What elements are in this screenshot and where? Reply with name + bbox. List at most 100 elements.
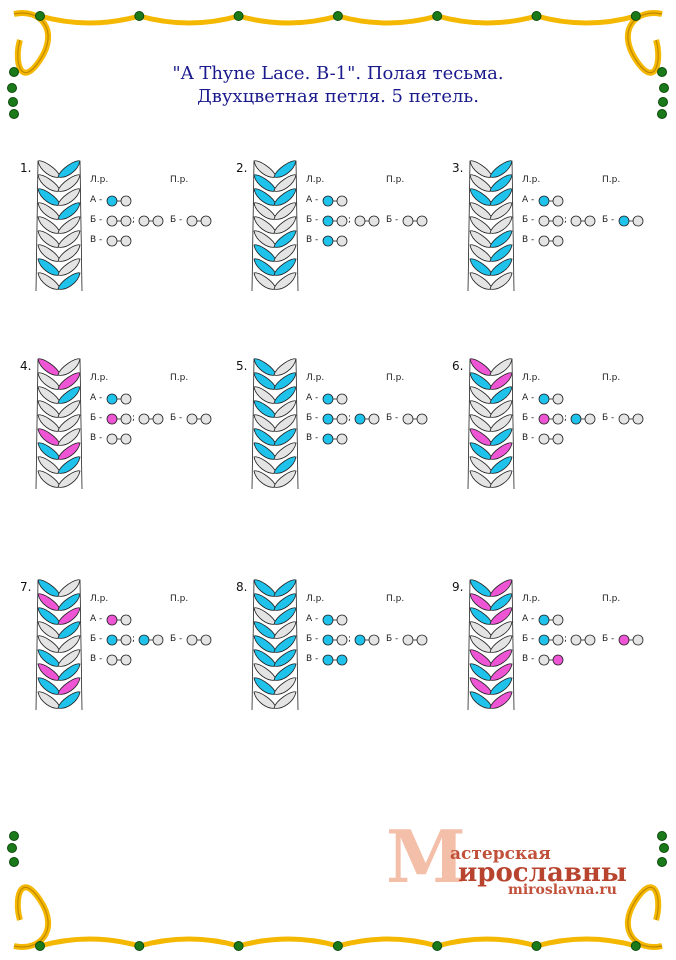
diagram-number: 5. xyxy=(236,359,248,373)
diagram-graphic xyxy=(467,579,644,711)
braid-row-4-right-loop xyxy=(489,635,513,653)
row-b-label: Б - xyxy=(522,634,535,644)
row-a-finger-0 xyxy=(106,614,118,626)
row-a-finger-1 xyxy=(120,614,132,626)
frame-bead-8 xyxy=(432,11,443,21)
braid-right-edge xyxy=(79,358,83,490)
header-left-hand: Л.р. xyxy=(90,594,109,604)
frame-bead-14 xyxy=(9,67,19,77)
braid-row-6-right-loop xyxy=(57,442,81,460)
row-v-finger-0 xyxy=(106,433,118,445)
frame-bead-7 xyxy=(332,941,343,951)
row-v-label: В - xyxy=(522,235,535,245)
diagram-number: 8. xyxy=(236,580,248,594)
braid-row-7-right-loop xyxy=(273,258,297,276)
row-a-finger-1 xyxy=(120,195,132,207)
frame-bead-26 xyxy=(659,843,669,853)
row-b-group1-finger-0 xyxy=(322,634,334,646)
row-b-group1-finger-1 xyxy=(120,634,132,646)
frame-corner-line-0 xyxy=(13,12,49,74)
diagram-number: 6. xyxy=(452,359,464,373)
header-left-hand: Л.р. xyxy=(522,373,541,383)
braid-row-3-right-loop xyxy=(489,621,513,639)
frame-bead-19 xyxy=(659,83,669,93)
braid-row-5-right-loop xyxy=(57,428,81,446)
braid-row-2-right-loop xyxy=(57,386,81,404)
row-a-finger-0 xyxy=(322,393,334,405)
braid-row-5-right-loop xyxy=(489,649,513,667)
row-b-separator: ; xyxy=(348,634,352,644)
right-b-finger-0 xyxy=(618,215,630,227)
row-b-group1-finger-0 xyxy=(538,413,550,425)
right-b-finger-0 xyxy=(402,215,414,227)
braid-right-edge xyxy=(79,160,83,292)
braid-row-4-right-loop xyxy=(489,414,513,432)
row-v-finger-1 xyxy=(552,433,564,445)
frame-bead-0 xyxy=(35,11,45,21)
right-b-finger-1 xyxy=(416,634,428,646)
diagram-number: 9. xyxy=(452,580,464,594)
header-right-hand: П.р. xyxy=(170,594,189,604)
braid-row-5-right-loop xyxy=(273,428,297,446)
frame-corner-line-1 xyxy=(627,12,663,74)
frame-bead-13 xyxy=(630,941,641,951)
row-b-group1-finger-1 xyxy=(552,215,564,227)
braid-left-edge xyxy=(467,160,471,292)
braid-row-3-right-loop xyxy=(57,621,81,639)
header-left-hand: Л.р. xyxy=(306,175,325,185)
row-v-finger-0 xyxy=(538,433,550,445)
braid-row-2-right-loop xyxy=(273,386,297,404)
right-b-finger-1 xyxy=(632,634,644,646)
frame-bead-21 xyxy=(657,109,667,119)
row-b-group2-finger-0 xyxy=(570,634,582,646)
braid-row-0-right-loop xyxy=(489,358,513,376)
braid-left-edge xyxy=(35,579,39,711)
braid-row-1-right-loop xyxy=(57,174,81,192)
frame-bead-4 xyxy=(233,11,244,21)
row-b-separator: ; xyxy=(564,215,568,225)
braid-row-6-right-loop xyxy=(489,442,513,460)
header-right-hand: П.р. xyxy=(386,594,405,604)
right-b-finger-0 xyxy=(618,634,630,646)
row-b-label: Б - xyxy=(90,413,103,423)
row-v-finger-1 xyxy=(120,235,132,247)
braid xyxy=(251,358,299,490)
row-b-group1-finger-0 xyxy=(322,413,334,425)
braid-row-0-right-loop xyxy=(57,358,81,376)
row-b-group1-finger-1 xyxy=(552,413,564,425)
row-b-group1-finger-1 xyxy=(552,634,564,646)
row-b-group1-finger-1 xyxy=(120,215,132,227)
row-v-finger-0 xyxy=(538,235,550,247)
row-a-finger-1 xyxy=(120,393,132,405)
braid-row-8-right-loop xyxy=(273,470,297,488)
frame-bead-25 xyxy=(657,831,667,841)
diagram-9: 9.Л.р.П.р.А -Б -В -;Б - xyxy=(452,574,667,734)
braid-row-0-right-loop xyxy=(489,160,513,178)
frame-bead-11 xyxy=(531,941,542,951)
braid-row-5-right-loop xyxy=(489,428,513,446)
braid-row-2-right-loop xyxy=(273,188,297,206)
row-b-group2-finger-1 xyxy=(152,215,164,227)
row-b-label: Б - xyxy=(90,215,103,225)
braid-row-1-right-loop xyxy=(273,593,297,611)
braid-row-6-right-loop xyxy=(489,244,513,262)
row-v-finger-1 xyxy=(336,654,348,666)
header-right-hand: П.р. xyxy=(386,373,405,383)
braid-row-7-right-loop xyxy=(273,677,297,695)
row-v-finger-0 xyxy=(322,235,334,247)
braid xyxy=(467,358,515,490)
diagram-2: 2.Л.р.П.р.А -Б -В -;Б - xyxy=(236,155,451,315)
braid-row-1-right-loop xyxy=(57,372,81,390)
right-b-finger-1 xyxy=(200,413,212,425)
row-b-group1-finger-0 xyxy=(106,413,118,425)
diagram-graphic xyxy=(467,160,644,292)
row-b-separator: ; xyxy=(132,215,136,225)
braid-right-edge xyxy=(295,160,299,292)
braid-row-1-right-loop xyxy=(273,174,297,192)
row-v-finger-1 xyxy=(552,235,564,247)
row-v-finger-0 xyxy=(106,235,118,247)
row-b-group2-finger-0 xyxy=(354,413,366,425)
braid-row-7-right-loop xyxy=(57,677,81,695)
braid-row-3-right-loop xyxy=(273,202,297,220)
braid-row-8-right-loop xyxy=(57,470,81,488)
